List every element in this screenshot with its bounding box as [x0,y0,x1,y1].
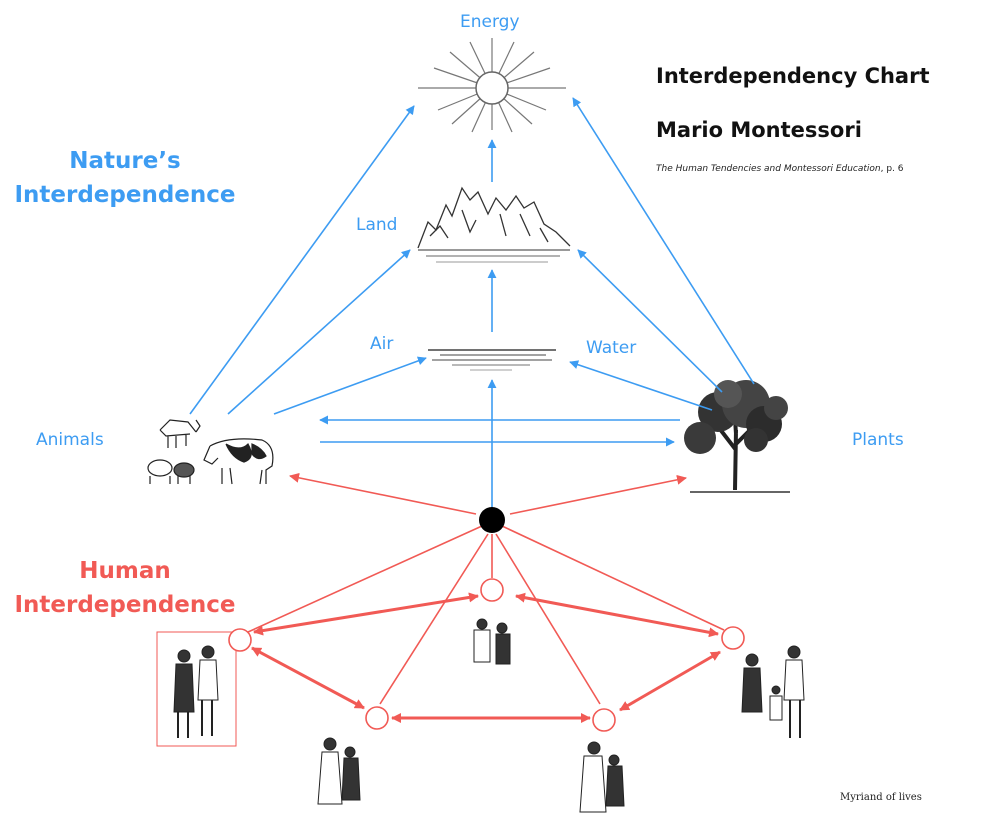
family-icon [156,618,805,813]
sun-icon [418,38,566,133]
nature-heading-line1: Nature’s [69,148,181,174]
arrow-animals-air [273,356,427,415]
horizon-icon [428,349,556,371]
human-heading: Human Interdependence [0,554,250,622]
nature-heading: Nature’s Interdependence [0,144,250,212]
human-heading-line1: Human [79,558,171,584]
arrow-plants-energy [572,97,755,385]
arrow-hub-animals [289,472,477,515]
human-arrows [247,472,725,723]
person-node [480,578,504,602]
mountains-icon [417,186,571,263]
animals-icon [147,419,274,485]
human-hub-node [479,507,505,533]
tree-icon [684,380,790,493]
arrow-hub-plants [509,474,687,515]
animals-label: Animals [36,430,104,450]
citation-page: , p. 6 [880,164,904,174]
nature-arrows [189,97,755,508]
arrow-plants-land [577,249,723,393]
chart-author: Mario Montessori [656,118,862,142]
person-node [721,626,745,650]
human-heading-line2: Interdependence [14,592,236,618]
air-label: Air [370,334,394,354]
person-node [592,708,616,732]
arrow-animals-energy [189,105,415,415]
people-nodes [228,578,745,732]
energy-label: Energy [460,12,520,32]
water-label: Water [586,338,637,358]
nature-heading-line2: Interdependence [14,182,236,208]
citation-work: The Human Tendencies and Montessori Educ… [656,164,881,174]
land-label: Land [356,215,398,235]
plants-label: Plants [852,430,904,450]
person-node [365,706,389,730]
arrow-animals-land [227,249,411,415]
arrow-plants-water [569,360,713,411]
chart-title: Interdependency Chart [656,64,930,88]
citation: The Human Tendencies and Montessori Educ… [656,164,904,174]
person-node [228,628,252,652]
image-credit: Myriand of lives [840,792,922,803]
people-links [251,592,721,723]
